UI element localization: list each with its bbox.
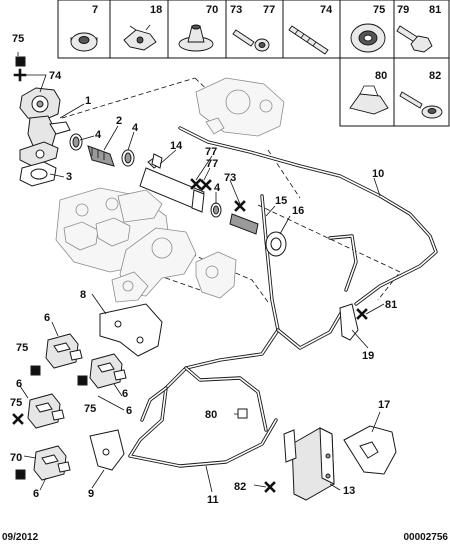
parts-legend-grid — [57, 0, 450, 127]
callout-number: 16 — [292, 205, 304, 217]
bracket-9 — [89, 429, 125, 471]
stud-icon — [288, 25, 329, 55]
part-75-marker — [77, 375, 88, 386]
callout-number: 19 — [362, 350, 374, 362]
callout-leader-lines — [17, 52, 385, 493]
legend-number: 81 — [429, 4, 441, 16]
spring-clip-icon — [349, 85, 389, 115]
vacuum-hose-11 — [128, 194, 346, 468]
callout-number: 77 — [205, 146, 217, 158]
callout-number: 75 — [16, 342, 28, 354]
screw-with-washer-icon — [399, 91, 443, 119]
part-cross-markers — [12, 68, 368, 493]
callout-number: 73 — [224, 172, 236, 184]
callout-number: 75 — [84, 403, 96, 415]
part-70-marker — [15, 469, 26, 480]
hose-clamp-4a — [69, 133, 83, 151]
flange-bolt-icon — [396, 25, 433, 53]
solenoid-valve-6a — [45, 333, 83, 369]
flange-gasket-16 — [265, 231, 287, 257]
callout-number: 14 — [170, 140, 183, 152]
callout-number: 11 — [207, 494, 219, 506]
callout-number: 10 — [372, 168, 384, 180]
egr-cooler-14 — [139, 153, 205, 213]
hose-clamp-4b — [121, 149, 135, 167]
callout-number: 80 — [205, 409, 217, 421]
part-80-marker — [237, 408, 248, 419]
connecting-hose-2 — [87, 145, 115, 167]
callout-number: 1 — [85, 95, 91, 107]
callout-number: 6 — [126, 405, 132, 417]
turbo-elbow-outline — [111, 227, 197, 303]
callout-number: 77 — [206, 158, 218, 170]
callout-number: 13 — [343, 485, 355, 497]
callout-number: 15 — [275, 195, 287, 207]
outlet-pipe-15 — [229, 213, 259, 235]
egr-valve-housing-top-outline — [195, 77, 285, 137]
bolt-with-washer-icon — [232, 29, 270, 52]
egr-gasket-3 — [19, 161, 57, 187]
callout-number: 75 — [10, 397, 22, 409]
solenoid-valve-6c — [27, 393, 65, 429]
callout-number: 9 — [88, 488, 94, 500]
legend-number: 82 — [429, 70, 441, 82]
solenoid-valve-6e — [33, 445, 71, 481]
part-75-marker — [15, 56, 26, 67]
egr-valve — [19, 87, 71, 167]
ring-seal-icon — [350, 23, 386, 53]
callout-number: 6 — [33, 488, 39, 500]
legend-number: 7 — [92, 4, 98, 16]
callout-number: 8 — [80, 289, 86, 301]
callout-number: 74 — [49, 70, 62, 82]
grommet-icon — [70, 32, 98, 52]
cone-nut-icon — [178, 24, 214, 52]
footer-date: 09/2012 — [2, 532, 39, 543]
legend-number: 73 — [230, 4, 242, 16]
clip-icon — [123, 24, 157, 51]
vacuum-reservoir-13 — [283, 427, 335, 501]
callout-number: 4 — [95, 129, 102, 141]
legend-number: 18 — [150, 4, 162, 16]
callout-number: 82 — [234, 481, 246, 493]
callout-number: 70 — [10, 452, 22, 464]
callout-number: 3 — [66, 171, 72, 183]
callout-number: 6 — [44, 312, 50, 324]
legend-number: 75 — [373, 4, 385, 16]
vacuum-hose-10 — [178, 126, 438, 306]
legend-number: 77 — [263, 4, 275, 16]
legend-number: 70 — [206, 4, 218, 16]
part-75-marker — [30, 365, 41, 376]
bracket-8 — [99, 303, 163, 357]
legend-number: 74 — [320, 4, 333, 16]
callout-number: 75 — [12, 33, 24, 45]
solenoid-valve-6b — [89, 353, 127, 389]
callout-number: 4 — [214, 182, 221, 194]
legend-number: 79 — [397, 4, 409, 16]
bracket-17 — [343, 425, 397, 475]
legend-number: 80 — [375, 70, 387, 82]
callout-number: 6 — [16, 378, 22, 390]
callout-number: 4 — [132, 122, 139, 134]
footer-reference: 00002756 — [404, 532, 449, 543]
hose-clamp-4c — [210, 202, 222, 218]
bracket-19 — [339, 303, 359, 341]
callout-number: 81 — [385, 299, 397, 311]
callout-number: 17 — [378, 399, 390, 411]
callout-number: 2 — [116, 115, 122, 127]
egr-outlet-outline — [195, 251, 237, 299]
callout-number: 6 — [122, 388, 128, 400]
